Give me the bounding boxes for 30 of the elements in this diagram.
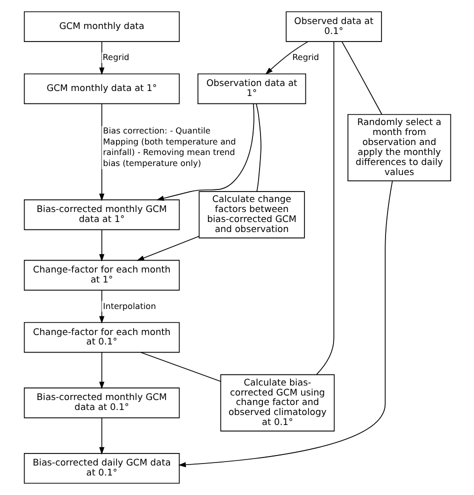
arrow xyxy=(156,103,254,201)
arrow xyxy=(98,290,104,324)
connector xyxy=(316,41,334,375)
node-box: Calculate change factors between bias-corrected GCM and observation xyxy=(198,191,304,238)
node-box: Bias-corrected monthly GCM data at 0.1° xyxy=(23,388,180,418)
arrow xyxy=(98,417,104,455)
arrow xyxy=(264,41,308,75)
node-box: Randomly select a month from observation and apply the monthly differences to daily values xyxy=(347,114,451,182)
node-box: Bias-corrected daily GCM data at 0.1° xyxy=(23,453,180,484)
edge-label: Regrid xyxy=(102,52,129,62)
arrow xyxy=(98,229,104,262)
node-box: Calculate bias-corrected GCM using change factor and observed climatology at 0.1° xyxy=(220,374,334,432)
arrow xyxy=(98,103,104,202)
arrow xyxy=(98,41,104,75)
node-box: Observation data at 1° xyxy=(197,73,306,104)
node-box: Change-factor for each month at 0.1° xyxy=(23,322,180,353)
edge-label: Bias correction: - Quantile Mapping (both temperature and rainfall) - Removing mean trend bias (temperature only) xyxy=(102,126,236,168)
arrow xyxy=(136,236,200,261)
connector xyxy=(140,352,220,382)
node-box: GCM monthly data at 1° xyxy=(23,73,180,104)
arrow xyxy=(178,180,392,468)
node-box: GCM monthly data xyxy=(23,11,180,42)
arrow xyxy=(98,352,104,390)
connector xyxy=(341,41,382,115)
edge-label: Regrid xyxy=(292,52,319,62)
node-box: Observed data at 0.1° xyxy=(285,11,382,42)
node-box: Change-factor for each month at 1° xyxy=(23,260,180,291)
connector xyxy=(255,104,261,192)
edge-label: Interpolation xyxy=(102,300,156,311)
node-box: Bias-corrected monthly GCM data at 1° xyxy=(23,199,180,230)
